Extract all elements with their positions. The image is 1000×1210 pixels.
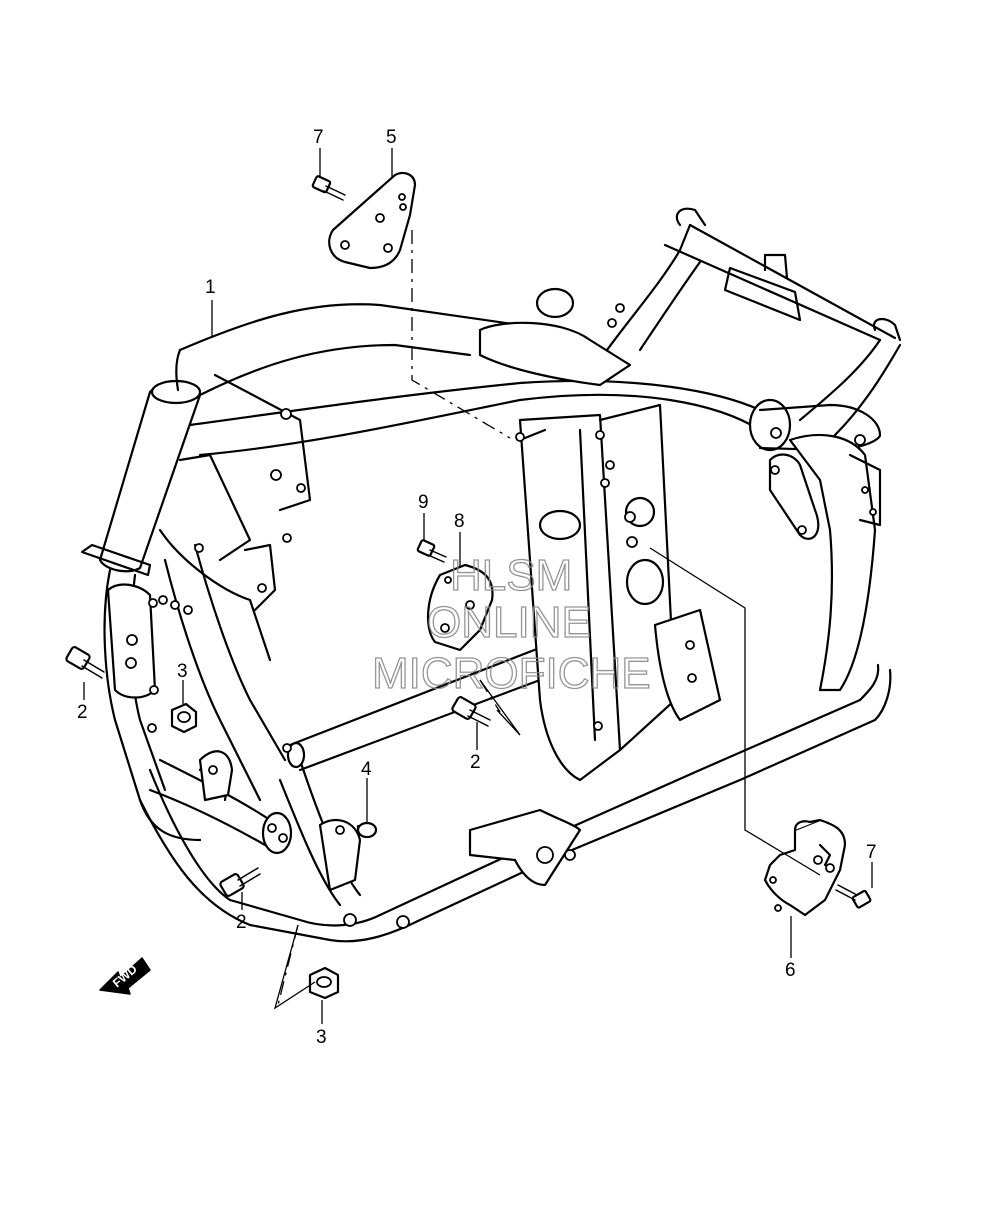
callout-1: 1 (205, 277, 216, 298)
callout-2-center: 2 (470, 752, 481, 773)
callout-labels: 1 7 5 9 8 2 3 2 4 2 7 6 3 (77, 127, 877, 1048)
bolt-part-7-top[interactable] (311, 175, 346, 201)
nut-part-3-lower[interactable] (308, 966, 340, 1000)
bolt-part-7-right[interactable] (835, 884, 872, 909)
nut-part-3-upper[interactable] (170, 702, 198, 734)
bolt-part-2-left[interactable] (65, 646, 105, 679)
callout-7-right: 7 (866, 842, 877, 863)
watermark: HLSM ONLINE MICROFICHE (371, 550, 651, 698)
bolt-part-2-center[interactable] (451, 696, 491, 727)
callout-7-top: 7 (313, 127, 324, 148)
watermark-line-2: ONLINE (427, 598, 591, 647)
watermark-line-3: MICROFICHE (372, 649, 651, 698)
bolt-part-2-lower[interactable] (219, 867, 261, 897)
alignment-lines (277, 230, 511, 1006)
callout-9: 9 (418, 492, 429, 513)
callout-6: 6 (785, 960, 796, 981)
callout-2-lower: 2 (236, 912, 247, 933)
callout-3-upper: 3 (177, 661, 188, 682)
bolt-part-9[interactable] (416, 539, 447, 563)
leader-lines (83, 148, 873, 1024)
bracket-part-5[interactable] (328, 171, 417, 270)
watermark-line-1: HLSM (450, 551, 572, 600)
bracket-part-6[interactable] (763, 818, 847, 917)
frame-holes (125, 303, 877, 929)
callout-2-left: 2 (77, 702, 88, 723)
bracket-part-8[interactable] (426, 563, 494, 652)
plug-part-4[interactable] (356, 821, 378, 839)
callout-3-lower: 3 (316, 1027, 327, 1048)
main-frame[interactable] (80, 207, 902, 943)
forward-arrow-icon: FWD (99, 957, 151, 995)
callout-8: 8 (454, 511, 465, 532)
callout-5: 5 (386, 127, 397, 148)
callout-4: 4 (361, 759, 372, 780)
